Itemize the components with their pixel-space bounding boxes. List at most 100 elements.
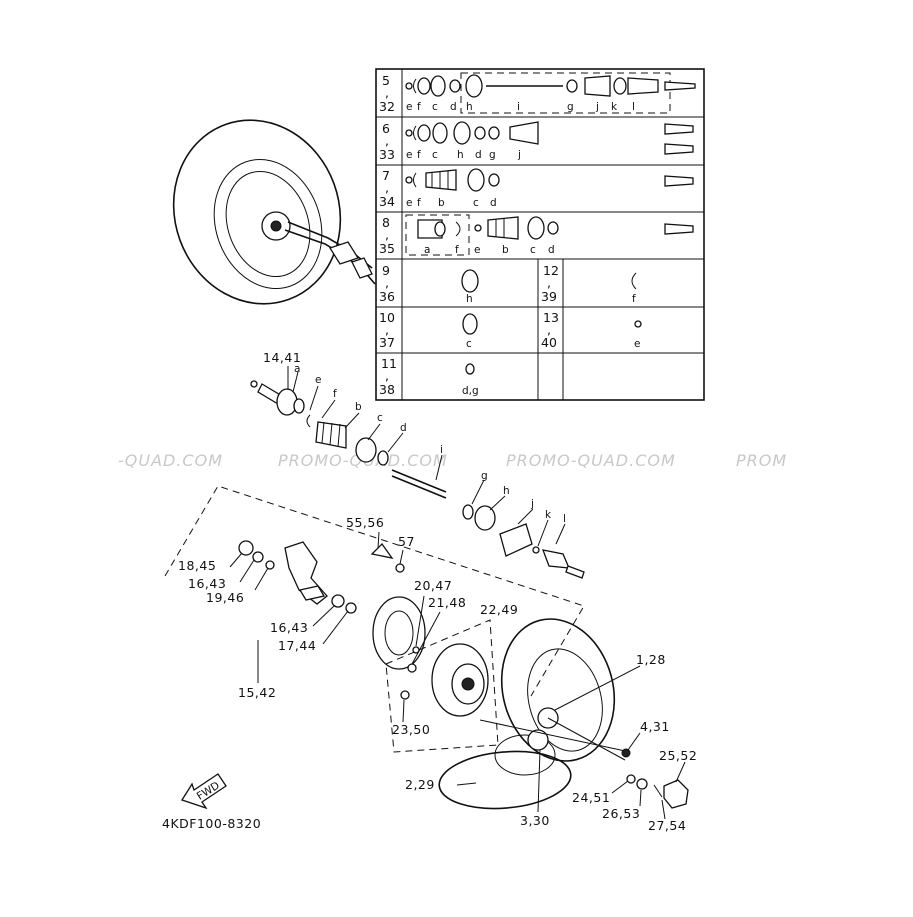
callout-e: e [315,374,321,386]
t6-e: e [406,149,412,161]
t7-d: d [490,197,497,209]
t7-f: f [417,197,421,209]
drawing-number: 4KDF100-8320 [162,816,261,831]
row-12-top: 12 [543,263,559,278]
t11-dg: d,g [462,385,479,397]
fwd-arrow: FWD [181,773,227,810]
t8-a: a [424,244,430,256]
t8-b: b [502,244,509,256]
row-11-top: 11 [381,356,397,371]
t6-c: c [432,149,438,161]
callout-23-50: 23,50 [392,722,430,737]
row-8-bottom: 35 [379,241,395,256]
svg-text:,: , [385,275,389,290]
callout-18-45: 18,45 [178,558,216,573]
driveshaft-assembly [250,380,585,579]
callout-4-31: 4,31 [640,719,670,734]
callout-l: l [563,513,566,525]
t6-h: h [457,149,464,161]
t5-c: c [432,101,438,113]
watermark-partial-left: -QUAD.COM [118,451,223,470]
t6-g: g [489,149,496,161]
t6-f: f [417,149,421,161]
t8-d: d [548,244,555,256]
brake-disc-and-hub [372,596,499,753]
row-9-top: 9 [382,263,390,278]
callout-16-43-b: 16,43 [270,620,308,635]
callout-h: h [503,485,510,497]
row-9-bottom: 36 [379,289,395,304]
row-6-top: 6 [382,121,390,136]
callout-22-49: 22,49 [480,602,518,617]
callout-25-52: 25,52 [659,748,697,763]
kit-table: 5 , 32 6 , 33 7 , 34 8 , 35 9 , 36 10 , … [375,68,705,401]
callout-labels: 14,41 a e f b c d i g h j k l 55,56 57 1… [178,350,697,833]
row-5-top: 5 [382,73,390,88]
watermark-2: PROMO-QUAD.COM [506,451,676,470]
t7-c: c [473,197,479,209]
callout-a: a [294,363,300,375]
knuckle-group [164,485,585,697]
row-6-bottom: 33 [379,147,395,162]
callout-d: d [400,422,407,434]
t5-f: f [417,101,421,113]
callout-g: g [481,470,488,482]
row-11-bottom: 38 [379,382,395,397]
row-13-bottom: 40 [541,335,557,350]
t8-c: c [530,244,536,256]
callout-20-47: 20,47 [414,578,452,593]
t5-k: k [611,101,618,113]
row-13-top: 13 [543,310,559,325]
t12-f: f [632,293,636,305]
t6-d: d [475,149,482,161]
row-10-bottom: 37 [379,335,395,350]
t7-e: e [406,197,412,209]
callout-f: f [333,388,337,400]
watermark-partial-right: PROM [736,451,787,470]
t13-e: e [634,338,640,350]
svg-text:,: , [385,85,389,100]
svg-text:,: , [385,227,389,242]
callout-c: c [377,412,383,424]
callout-55-56: 55,56 [346,515,384,530]
t9-h: h [466,293,473,305]
callout-26-53: 26,53 [602,806,640,821]
svg-text:,: , [547,322,551,337]
t5-i: i [517,101,520,113]
callout-27-54: 27,54 [648,818,686,833]
row-7-bottom: 34 [379,194,395,209]
t5-h: h [466,101,473,113]
svg-text:,: , [385,133,389,148]
callout-19-46: 19,46 [206,590,244,605]
rear-wheel-illustration [172,119,376,305]
callout-1-28: 1,28 [636,652,666,667]
callout-17-44: 17,44 [278,638,316,653]
t5-j: j [595,101,599,113]
leader-lines [229,366,686,820]
front-wheel-illustration [438,618,689,810]
t6-j: j [517,149,521,161]
callout-j: j [530,498,534,510]
callout-2-29: 2,29 [405,777,435,792]
callout-b: b [355,401,362,413]
t5-g: g [567,101,574,113]
row-10-top: 10 [379,310,395,325]
svg-text:,: , [385,322,389,337]
callout-16-43-a: 16,43 [188,576,226,591]
row-5-bottom: 32 [379,99,395,114]
callout-15-42: 15,42 [238,685,276,700]
callout-14-41: 14,41 [263,350,301,365]
svg-text:,: , [385,180,389,195]
row-12-bottom: 39 [541,289,557,304]
t10-c: c [466,338,472,350]
row-7-top: 7 [382,168,390,183]
row-8-top: 8 [382,215,390,230]
t8-f: f [455,244,459,256]
svg-text:,: , [385,368,389,383]
t7-b: b [438,197,445,209]
callout-3-30: 3,30 [520,813,550,828]
svg-text:,: , [547,275,551,290]
t5-e: e [406,101,412,113]
